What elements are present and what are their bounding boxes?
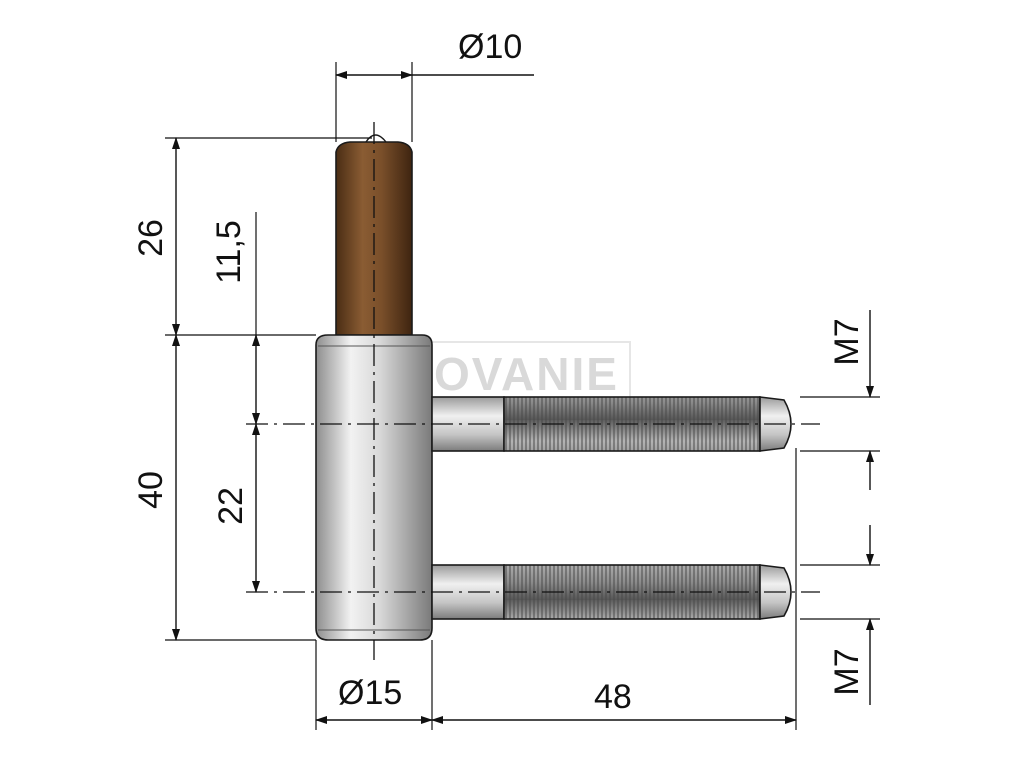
dimension-lines — [172, 71, 874, 724]
dim-body-diameter: Ø15 — [338, 674, 402, 712]
dim-pin-height: 26 — [132, 219, 170, 257]
watermark-text: OVANIE — [434, 348, 619, 400]
dim-offset-to-bolt: 11,5 — [210, 220, 248, 284]
dim-bolt-length: 48 — [594, 678, 632, 716]
hinge-body — [315, 334, 433, 641]
watermark: OVANIE — [429, 341, 631, 400]
dimension-labels: Ø10 26 11,5 40 22 Ø15 48 M7 M7 — [132, 28, 866, 716]
dim-bolt-spacing: 22 — [212, 487, 250, 525]
dim-body-height: 40 — [132, 471, 170, 509]
dim-thread-bottom: M7 — [828, 648, 866, 695]
dim-pin-diameter: Ø10 — [458, 28, 522, 66]
dim-thread-top: M7 — [828, 318, 866, 365]
center-lines — [246, 122, 820, 660]
